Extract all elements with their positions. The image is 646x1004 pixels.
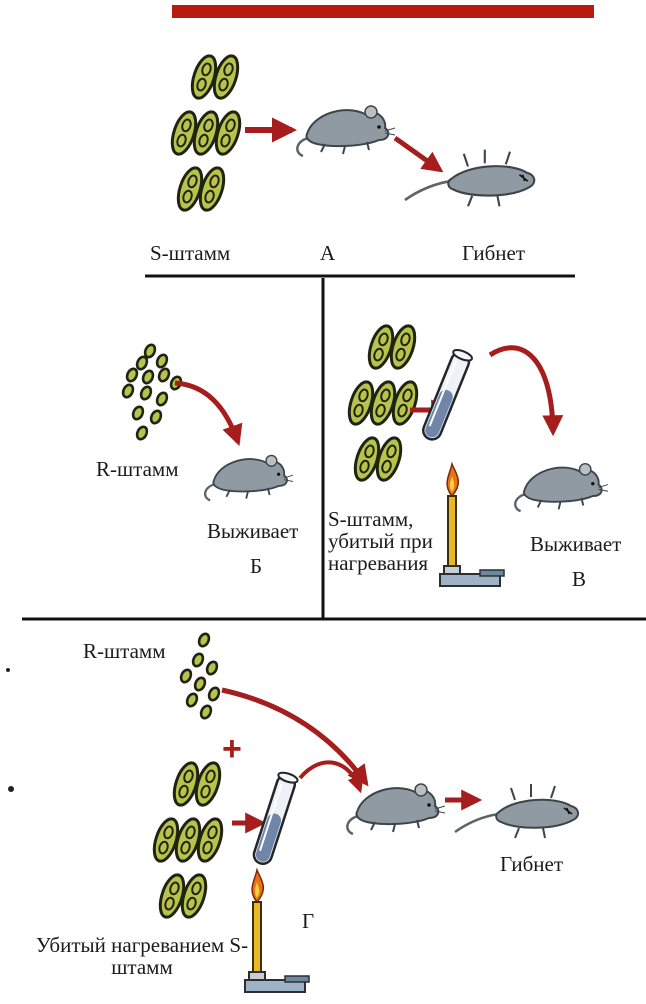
red-arrow-icon xyxy=(221,687,369,787)
panel-v-outcome: Выживает xyxy=(530,532,622,556)
panel-g-letter: Г xyxy=(302,909,315,933)
panel-a-letter: А xyxy=(320,241,336,265)
panel-b-outcome: Выживает xyxy=(207,519,299,543)
dead-mouse-icon xyxy=(454,784,579,839)
plus-sign: + xyxy=(222,730,242,768)
panel-b-letter: Б xyxy=(250,554,263,578)
panel-g-r-strain-label: R-штамм xyxy=(83,639,166,663)
test-tube-icon xyxy=(422,348,473,441)
dead-mouse-icon xyxy=(404,149,536,207)
small-bacteria-cluster-icon xyxy=(121,343,183,441)
mouse-icon xyxy=(514,462,609,513)
panel-g-outcome: Гибнет xyxy=(500,852,563,876)
bunsen-burner-icon xyxy=(439,461,505,587)
panel-v-strain-label: S-штамм, убитый при нагревания xyxy=(328,507,433,575)
capsule-bacteria-cluster-icon xyxy=(152,761,224,919)
panel-a-outcome: Гибнет xyxy=(462,241,525,265)
mouse-icon xyxy=(296,105,396,158)
side-marker-dot xyxy=(8,786,14,792)
test-tube-icon xyxy=(252,771,299,865)
panel-b-strain-label: R-штамм xyxy=(96,457,179,481)
red-arrow-icon xyxy=(298,760,364,794)
bunsen-burner-icon xyxy=(244,867,310,993)
small-bacteria-cluster-icon xyxy=(179,632,221,720)
panel-g-killed-strain-label: Убитый нагреванием S-штамм xyxy=(35,933,249,979)
panel-a-strain-label: S-штамм xyxy=(150,241,231,265)
title-accent-bar xyxy=(172,5,594,18)
mouse-icon xyxy=(346,783,446,836)
mouse-icon xyxy=(203,454,294,502)
panel-v-letter: В xyxy=(572,567,587,591)
red-arrow-icon xyxy=(393,135,444,173)
red-arrow-icon xyxy=(488,345,564,437)
side-marker-dot xyxy=(6,668,10,672)
capsule-bacteria-cluster-icon xyxy=(347,324,419,482)
red-arrow-icon xyxy=(174,380,243,446)
capsule-bacteria-cluster-icon xyxy=(170,54,242,212)
